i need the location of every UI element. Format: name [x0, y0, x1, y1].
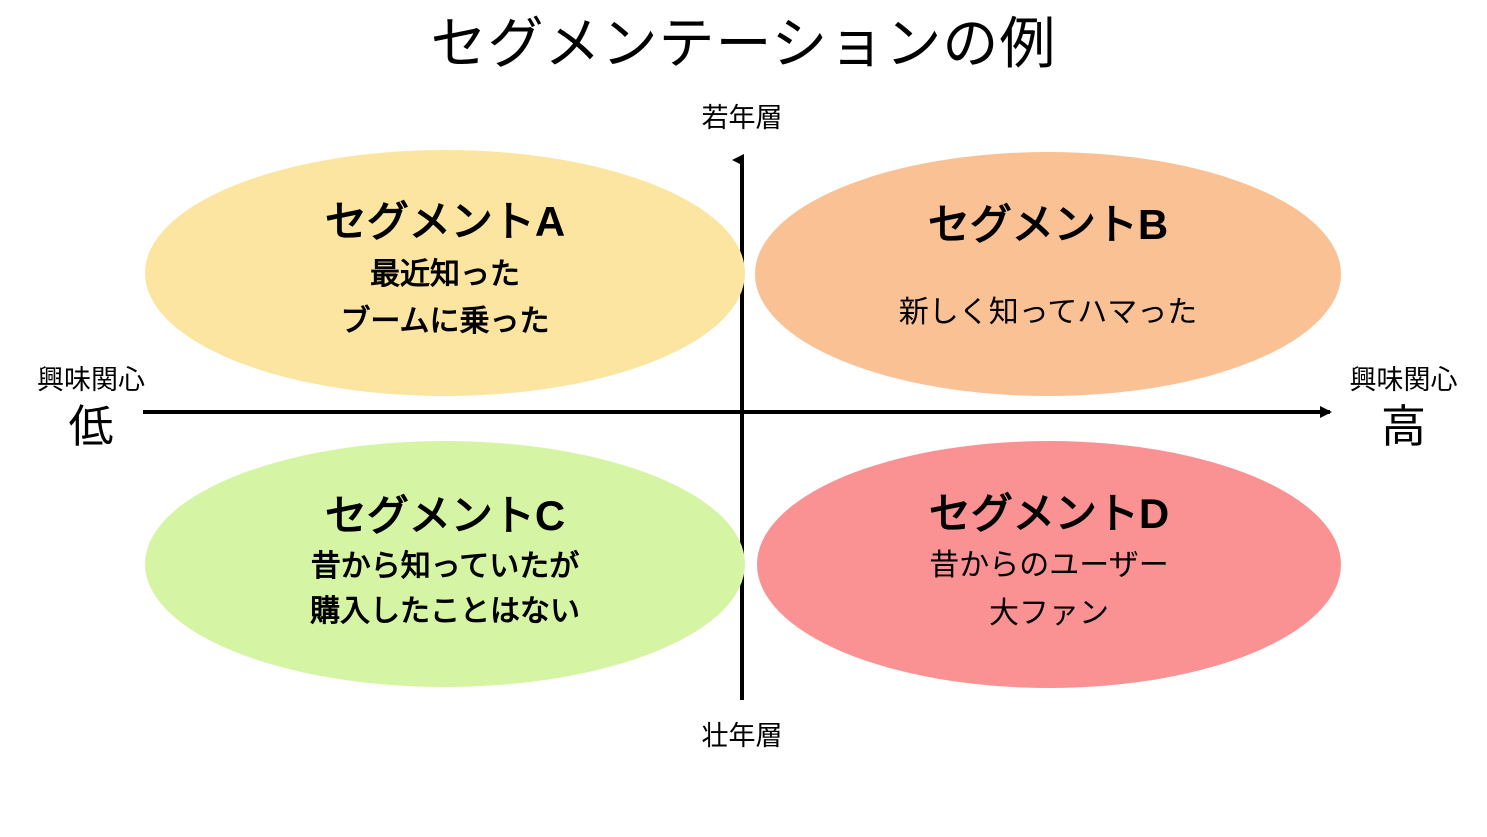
segment-a-label: セグメントA — [324, 198, 566, 246]
segment-b-label: セグメントB — [927, 201, 1169, 249]
page-title: セグメンテーションの例 — [430, 12, 1057, 75]
axis-label-interest-high-value: 高 — [1380, 400, 1426, 452]
axis-label-young: 若年層 — [701, 103, 783, 133]
axis-label-interest-high: 興味関心 高 — [1320, 365, 1487, 452]
segment-c-desc-line2: 購入したことはない — [310, 595, 580, 629]
segment-c-desc-line1: 昔から知っていたが — [310, 549, 580, 583]
segment-bubble-a[interactable]: セグメントA 最近知った ブームに乗った — [145, 150, 745, 396]
axis-label-senior: 壮年層 — [701, 721, 783, 751]
segment-a-desc-line2: ブームに乗った — [340, 305, 550, 339]
segment-a-desc-line1: 最近知った — [370, 257, 520, 291]
segment-bubble-c[interactable]: セグメントC 昔から知っていたが 購入したことはない — [145, 441, 745, 687]
axis-label-interest-low: 興味関心 低 — [2, 365, 180, 452]
segment-bubble-d[interactable]: セグメントD 昔からのユーザー 大ファン — [757, 441, 1341, 688]
segment-d-desc-line2: 大ファン — [989, 596, 1109, 630]
axis-label-interest-low-title: 興味関心 — [37, 365, 145, 395]
segment-b-desc-line1: 新しく知ってハマった — [898, 296, 1198, 330]
segment-bubble-b[interactable]: セグメントB 新しく知ってハマった — [755, 152, 1341, 396]
axis-label-interest-high-title: 興味関心 — [1349, 365, 1458, 395]
segment-c-label: セグメントC — [324, 492, 566, 540]
segment-d-desc-line1: 昔からのユーザー — [929, 549, 1169, 583]
segment-d-label: セグメントD — [928, 489, 1170, 537]
axis-label-interest-low-value: 低 — [68, 400, 114, 452]
